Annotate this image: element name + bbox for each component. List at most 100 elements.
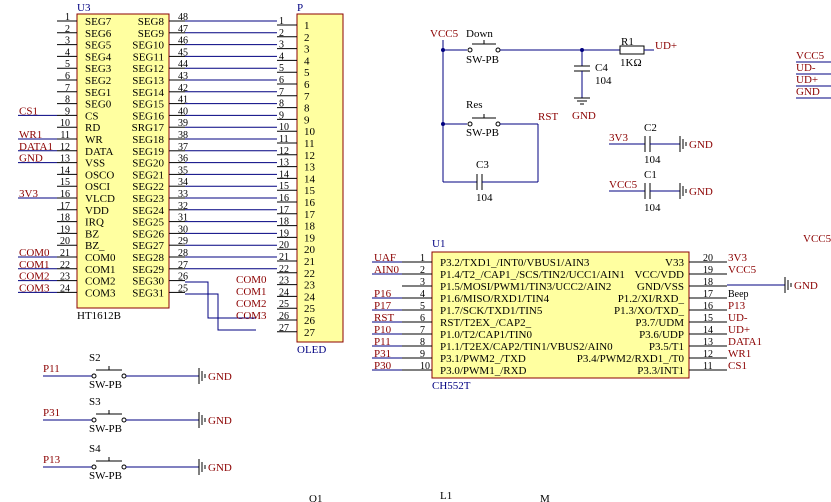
u3-pin-name: SEG27 — [132, 240, 164, 252]
oled-pin-label: 5 — [304, 67, 310, 79]
u1-pin-number: 6 — [420, 313, 425, 324]
u3-pin-name: SEG8 — [138, 16, 165, 28]
button-contact — [91, 417, 97, 423]
u3-pin-number: 9 — [65, 106, 70, 117]
u1-net-label: 3V3 — [728, 252, 747, 264]
u3-net-label: GND — [19, 153, 43, 165]
u1-net-label: P16 — [374, 288, 392, 300]
button-contact — [121, 373, 127, 379]
u3-pin-number: 10 — [60, 118, 70, 129]
u1-net-label: UAF — [374, 252, 396, 264]
u1-pin-name: P3.3/INT1 — [637, 365, 684, 377]
u3-pin-name: COM0 — [85, 252, 116, 264]
sw-res-part: SW-PB — [466, 127, 499, 139]
u1-pin-number: 15 — [703, 313, 713, 324]
u1-pin-name: P3.1/PWM2_/TXD — [440, 353, 526, 365]
u1-pin-name: VCC/VDD — [634, 269, 684, 281]
u1-net-label: CS1 — [728, 360, 747, 372]
u1-net-label: P17 — [374, 300, 392, 312]
u1-pin-name: P1.0/T2/CAP1/TIN0 — [440, 329, 532, 341]
oled-pin-number: 27 — [279, 323, 289, 334]
c2-net: 3V3 — [609, 132, 628, 144]
u1-net-label: P13 — [728, 300, 746, 312]
u1-net-label: P30 — [374, 360, 392, 372]
u3-pin-number: 15 — [60, 177, 70, 188]
u1-pin-name: P1.7/SCK/TXD1/TIN5 — [440, 305, 543, 317]
u3-pin-number: 47 — [178, 24, 188, 35]
u3-net-label: COM0 — [19, 247, 50, 259]
u3-pin-number: 42 — [178, 83, 188, 94]
u1-pin-name: P1.5/MOSI/PWM1/TIN3/UCC2/AIN2 — [440, 281, 611, 293]
button-gnd: GND — [208, 462, 232, 474]
u3-body — [76, 13, 170, 309]
u1-part: CH552T — [432, 380, 471, 392]
c3-value: 104 — [476, 192, 493, 204]
u3-right-pins: 48SEG847SEG946SEG1045SEG1144SEG1243SEG13… — [132, 12, 277, 299]
u3-pin-name: SEG20 — [132, 158, 164, 170]
r1-value: 1KΩ — [620, 57, 642, 69]
button-part: SW-PB — [89, 470, 122, 482]
u3-pin-number: 29 — [178, 236, 188, 247]
u3-pin-name: SEG10 — [132, 40, 164, 52]
button-contact — [121, 417, 127, 423]
sw-res[interactable] — [467, 114, 501, 127]
oled-pin-number: 6 — [279, 75, 284, 86]
oled-pin-label: 1 — [304, 20, 310, 32]
oled-pin-label: 25 — [304, 303, 316, 315]
u1-pin-number: 5 — [420, 301, 425, 312]
oled-com0-net: COM0 — [236, 274, 267, 286]
u3-pin-number: 34 — [178, 177, 188, 188]
u3-pin-number: 26 — [178, 272, 188, 283]
u3-net-label: COM1 — [19, 259, 50, 271]
u1-net-label: P11 — [374, 336, 391, 348]
u1-pin-name: P3.5/T1 — [649, 341, 684, 353]
u3-pin-number: 40 — [178, 106, 188, 117]
u3-net-label: 3V3 — [19, 188, 38, 200]
u3-pin-name: SEG7 — [85, 16, 112, 28]
button-ref: S2 — [89, 352, 101, 364]
u3-pin-name: SEG14 — [132, 87, 164, 99]
button-contact — [91, 373, 97, 379]
u3-net-label: DATA1 — [19, 141, 53, 153]
usb-ud-plus: UD+ — [796, 74, 818, 86]
u1-pin-name: P1.3/XO/TXD_ — [614, 305, 684, 317]
oled-part: OLED — [297, 344, 326, 356]
u3-net-label: CS1 — [19, 105, 38, 117]
u1-pin-name: P3.6/UDP — [639, 329, 684, 341]
oled-pin-label: 7 — [304, 91, 310, 103]
l1-ref: L1 — [440, 490, 452, 502]
u3-pin-number: 23 — [60, 272, 70, 283]
u1-pin-number: 14 — [703, 325, 713, 336]
u3-pin-name: SEG1 — [85, 87, 111, 99]
oled-pin-label: 15 — [304, 185, 316, 197]
u1-pin-number: 3 — [420, 277, 425, 288]
u3-pin-number: 1 — [65, 12, 70, 23]
oled-body — [296, 13, 344, 343]
oled-ref: P — [297, 2, 303, 14]
oled-pin-label: 11 — [304, 138, 315, 150]
u3-pin-number: 20 — [60, 236, 70, 247]
u3-pin-name: BZ_ — [85, 240, 105, 252]
c1-gnd: GND — [689, 186, 713, 198]
c1-ref: C1 — [644, 169, 657, 181]
u3-pin-number: 31 — [178, 213, 188, 224]
oled-pin-number: 1 — [279, 16, 284, 27]
usb-vcc5: VCC5 — [796, 50, 825, 62]
u3-pin-name: SEG13 — [132, 75, 164, 87]
r1-ref: R1 — [621, 36, 634, 48]
oled-pin-label: 23 — [304, 280, 316, 292]
oled-pin-label: 27 — [304, 327, 316, 339]
c2-gnd: GND — [689, 139, 713, 151]
u1-pin-number: 17 — [703, 289, 713, 300]
sw-down[interactable] — [467, 40, 501, 53]
u3-pin-number: 35 — [178, 165, 188, 176]
u3-pin-name: COM2 — [85, 276, 116, 288]
oled-pin-number: 18 — [279, 217, 289, 228]
